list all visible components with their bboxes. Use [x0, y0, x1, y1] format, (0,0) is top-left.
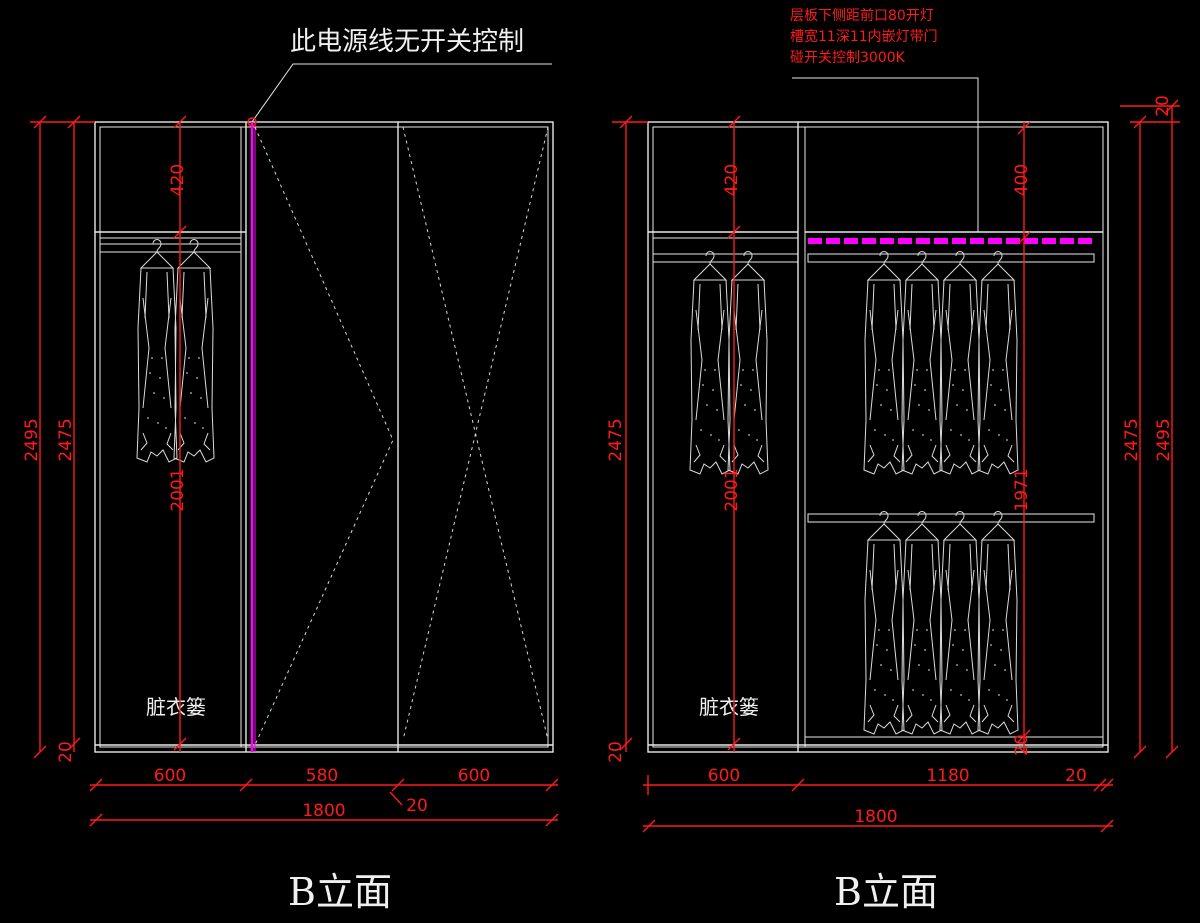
left-dim-total-width: 1800: [302, 801, 345, 821]
right-dim-top-shelf-left: 420: [722, 164, 742, 196]
left-garment-1: [136, 239, 178, 463]
right-dim-top-gap: 20: [1153, 95, 1173, 117]
right-rod-left: [652, 253, 799, 263]
right-garment-upper-1: [863, 251, 905, 475]
left-dim-width-3: 600: [458, 766, 490, 786]
right-elevation-title: B立面: [834, 870, 938, 914]
left-dirty-basket-label: 脏衣篓: [146, 695, 206, 719]
left-power-note-leader: [251, 63, 552, 123]
left-door-swing-2b: [402, 126, 549, 741]
right-light-note-line-1: 层板下侧距前口80开灯: [790, 7, 934, 24]
right-dim-width-2: 1180: [926, 766, 969, 786]
left-cabinet-inner-line: [99, 126, 549, 748]
right-dim-hang-left: 2001: [722, 468, 742, 511]
left-dim-width-1: 600: [154, 766, 186, 786]
right-garment-upper-2: [901, 251, 943, 475]
right-dim-total-outer: 2495: [1154, 418, 1174, 461]
right-dim-width-3: 20: [1065, 766, 1087, 786]
right-cabinet-outline: [647, 121, 1109, 753]
right-garment-left-1: [689, 251, 731, 475]
right-dim-total-inner-right: 2475: [1122, 418, 1142, 461]
right-light-note-leader: [792, 77, 979, 232]
right-garment-upper-3: [939, 251, 981, 475]
left-dim-base: 20: [56, 741, 76, 763]
right-dim-top-shelf-right: 400: [1012, 164, 1032, 196]
left-dim-hang: 2001: [168, 468, 188, 511]
left-door-swing-2a: [402, 126, 549, 741]
left-dim-top-shelf: 420: [168, 164, 188, 196]
right-light-note-line-3: 碰开关控制3000K: [790, 50, 906, 66]
right-garment-upper-4: [977, 251, 1019, 475]
left-dim-total-inner: 2475: [56, 418, 76, 461]
left-dim-width-2: 580: [306, 766, 338, 786]
right-garment-lower-4: [977, 511, 1019, 735]
right-dim-base: 20: [606, 741, 626, 763]
right-dim-total-inner-left: 2475: [606, 418, 626, 461]
right-elevation: 脏衣篓 420 2001 400 1971 20 2475 20 2475 2: [606, 7, 1180, 914]
right-garment-lower-1: [863, 511, 905, 735]
right-dim-hang-right: 1971: [1012, 468, 1032, 511]
right-garment-lower-2: [901, 511, 943, 735]
right-rod-lower: [807, 513, 1095, 523]
right-dim-total-width: 1800: [854, 807, 897, 827]
left-power-note: 此电源线无开关控制: [290, 27, 524, 57]
left-hanging-rod: [99, 243, 242, 253]
right-light-note-line-2: 槽宽11深11内嵌灯带门: [790, 28, 938, 45]
left-dim-total-outer: 2495: [22, 418, 42, 461]
left-cabinet-outline: [94, 121, 554, 753]
right-dim-width-1: 600: [708, 766, 740, 786]
left-elevation: 脏衣篓 420 2001 2495 2475 20 600 580 600 18…: [22, 27, 559, 914]
right-garment-lower-3: [939, 511, 981, 735]
right-dim-bottom-small: 20: [1012, 734, 1032, 756]
right-dirty-basket-label: 脏衣篓: [699, 695, 759, 719]
left-dim-gap: 20: [406, 796, 428, 816]
left-door-swing-1: [254, 126, 394, 746]
right-cabinet-inner-line: [652, 126, 1104, 748]
left-elevation-title: B立面: [288, 870, 392, 914]
right-rod-upper: [807, 253, 1095, 263]
